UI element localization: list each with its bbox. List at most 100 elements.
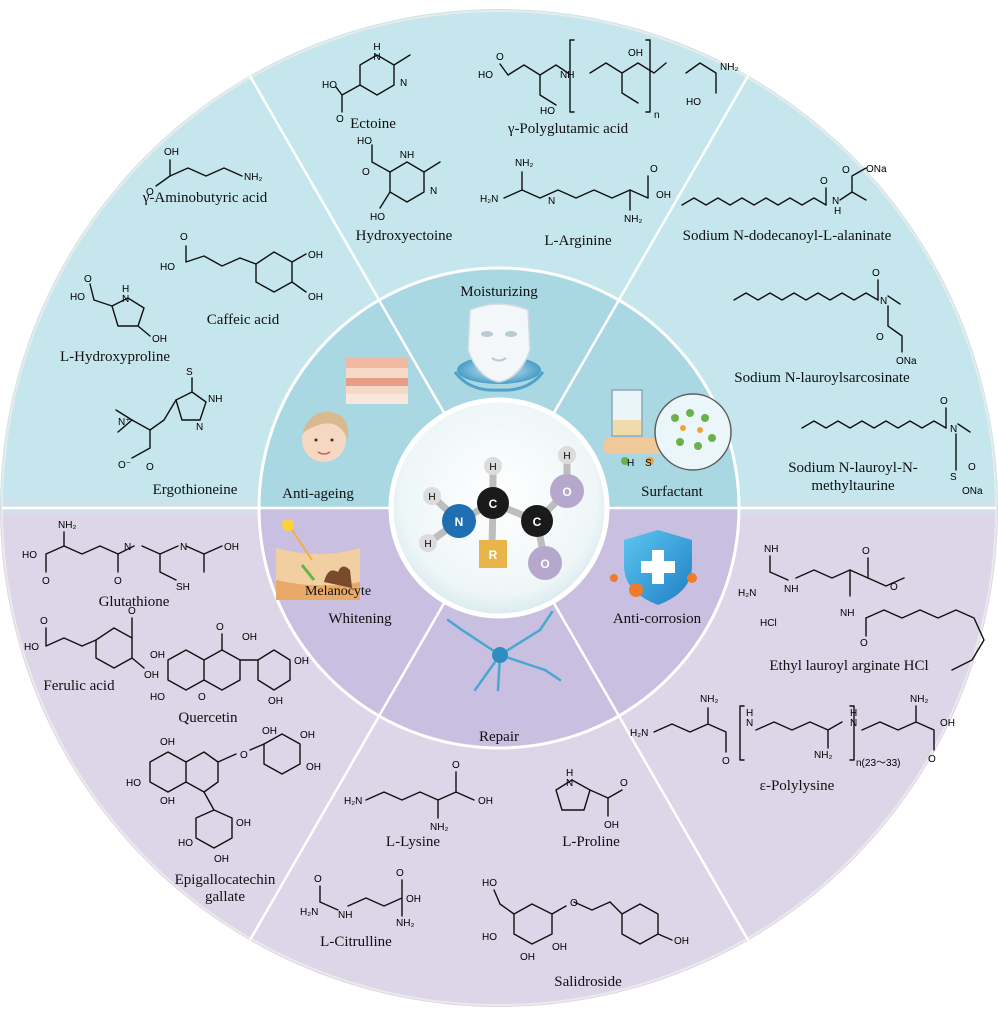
svg-text:ONa: ONa	[896, 356, 917, 367]
svg-text:OH: OH	[604, 820, 619, 831]
svg-text:N: N	[400, 78, 407, 89]
svg-text:H: H	[566, 768, 573, 779]
svg-text:NH₂: NH₂	[430, 822, 448, 833]
svg-text:N: N	[950, 424, 957, 435]
svg-text:HO: HO	[24, 642, 39, 653]
r-group-block	[479, 540, 507, 568]
svg-text:N: N	[373, 52, 380, 63]
polyglutamic-acid-structure: HO O NH HO OH n NH₂ HO γ-Polyglutamic ac…	[478, 39, 738, 137]
svg-text:NH₂: NH₂	[244, 172, 262, 183]
quercetin-label: Quercetin	[178, 710, 238, 726]
svg-text:HO: HO	[686, 97, 701, 108]
svg-text:O: O	[336, 114, 344, 125]
hydroxyectoine-label: Hydroxyectoine	[356, 228, 453, 244]
svg-text:H₂N: H₂N	[738, 588, 756, 599]
svg-text:N: N	[196, 422, 203, 433]
citrulline-label: L-Citrulline	[320, 934, 392, 950]
ergothioneine-label: Ergothioneine	[153, 482, 238, 498]
egcg-label-line1: Epigallocatechin	[175, 872, 276, 888]
svg-text:H: H	[424, 539, 431, 550]
svg-text:O: O	[876, 332, 884, 343]
svg-text:O: O	[240, 750, 248, 761]
svg-text:OH: OH	[478, 796, 493, 807]
svg-text:OH: OH	[224, 542, 239, 553]
glutathione-structure: NH₂ HO O N N SH OH O Glutathione	[22, 520, 239, 610]
sodium-sarcosinate-structure: O N O ONa Sodium N-lauroylsarcosinate	[733, 268, 917, 386]
svg-text:NH₂: NH₂	[814, 750, 832, 761]
svg-text:H: H	[373, 42, 380, 53]
svg-text:H: H	[746, 708, 753, 719]
melanocyte-cell-icon	[324, 566, 352, 588]
svg-text:OH: OH	[674, 936, 689, 947]
svg-text:NH: NH	[840, 608, 854, 619]
svg-text:S: S	[186, 367, 193, 378]
atom-carbon-carboxyl	[521, 505, 553, 537]
svg-text:O: O	[928, 754, 936, 765]
svg-text:OH: OH	[214, 854, 229, 865]
svg-text:H: H	[850, 708, 857, 719]
svg-text:N: N	[832, 196, 839, 207]
svg-text:NH₂: NH₂	[58, 520, 76, 531]
sodium-alaninate-label: Sodium N-dodecanoyl-L-alaninate	[683, 228, 892, 244]
lysine-structure: H₂N O OH NH₂ L-Lysine	[344, 760, 493, 850]
atom-oxygen-1	[550, 474, 584, 508]
svg-text:O: O	[362, 167, 370, 178]
svg-text:n(23～33): n(23～33)	[856, 758, 900, 769]
hydroxyproline-label: L-Hydroxyproline	[60, 349, 170, 365]
svg-text:O: O	[496, 52, 504, 63]
atom-oxygen-2	[528, 546, 562, 580]
svg-text:H: H	[627, 458, 634, 469]
svg-text:O: O	[114, 576, 122, 587]
svg-text:S: S	[645, 458, 652, 469]
ergothioneine-structure: S NH N N⁺ O⁻ O Ergothioneine	[115, 367, 238, 498]
sun-icon	[282, 519, 294, 531]
svg-text:OH: OH	[160, 737, 175, 748]
svg-text:O: O	[860, 638, 868, 649]
svg-text:H: H	[489, 462, 496, 473]
svg-text:HO: HO	[370, 212, 385, 223]
svg-text:O: O	[968, 462, 976, 473]
proline-label: L-Proline	[562, 834, 620, 850]
svg-text:OH: OH	[268, 696, 283, 707]
svg-text:HO: HO	[22, 550, 37, 561]
svg-text:S: S	[950, 472, 957, 483]
svg-text:NH: NH	[764, 544, 778, 555]
svg-text:O: O	[198, 692, 206, 703]
atom-h-4	[558, 446, 576, 464]
svg-text:N: N	[880, 296, 887, 307]
anti-corrosion-segment: Anti-corrosion	[610, 530, 702, 627]
svg-text:H: H	[122, 284, 129, 295]
svg-text:NH₂: NH₂	[515, 158, 533, 169]
melanocyte-label: Melanocyte	[305, 584, 371, 599]
arginine-structure: NH₂ H₂N N NH₂ OH O L-Arginine	[480, 158, 671, 249]
svg-text:NH: NH	[400, 150, 414, 161]
anti-corrosion-label: Anti-corrosion	[613, 611, 702, 627]
svg-text:H: H	[834, 206, 841, 217]
svg-text:H: H	[563, 451, 570, 462]
svg-text:HO: HO	[322, 80, 337, 91]
svg-text:N: N	[746, 718, 753, 729]
svg-text:O: O	[40, 616, 48, 627]
sodium-sarcosinate-label: Sodium N-lauroylsarcosinate	[734, 370, 910, 386]
svg-text:OH: OH	[242, 632, 257, 643]
svg-text:N: N	[430, 186, 437, 197]
svg-text:OH: OH	[940, 718, 955, 729]
svg-text:N: N	[180, 542, 187, 553]
svg-text:O: O	[84, 274, 92, 285]
amino-acid-model: H H H H N C C O O R	[419, 446, 584, 580]
svg-text:O: O	[452, 760, 460, 771]
hydroxyectoine-structure: NH N HO O HO Hydroxyectoine	[356, 136, 453, 244]
svg-text:O: O	[396, 868, 404, 879]
svg-text:O: O	[146, 462, 154, 473]
svg-text:n: n	[654, 110, 660, 121]
svg-text:HO: HO	[150, 692, 165, 703]
svg-text:OH: OH	[300, 730, 315, 741]
svg-text:N: N	[566, 778, 573, 789]
svg-text:HO: HO	[478, 70, 493, 81]
svg-text:C: C	[533, 515, 542, 529]
svg-text:NH: NH	[784, 584, 798, 595]
woman-face-icon	[302, 418, 346, 462]
atom-h-1	[423, 487, 441, 505]
egcg-structure: OH HO OH O OH OH OH OH HO OH Epigallocat…	[126, 726, 321, 905]
citrulline-structure: O H₂N NH O OH NH₂ L-Citrulline	[300, 868, 421, 950]
